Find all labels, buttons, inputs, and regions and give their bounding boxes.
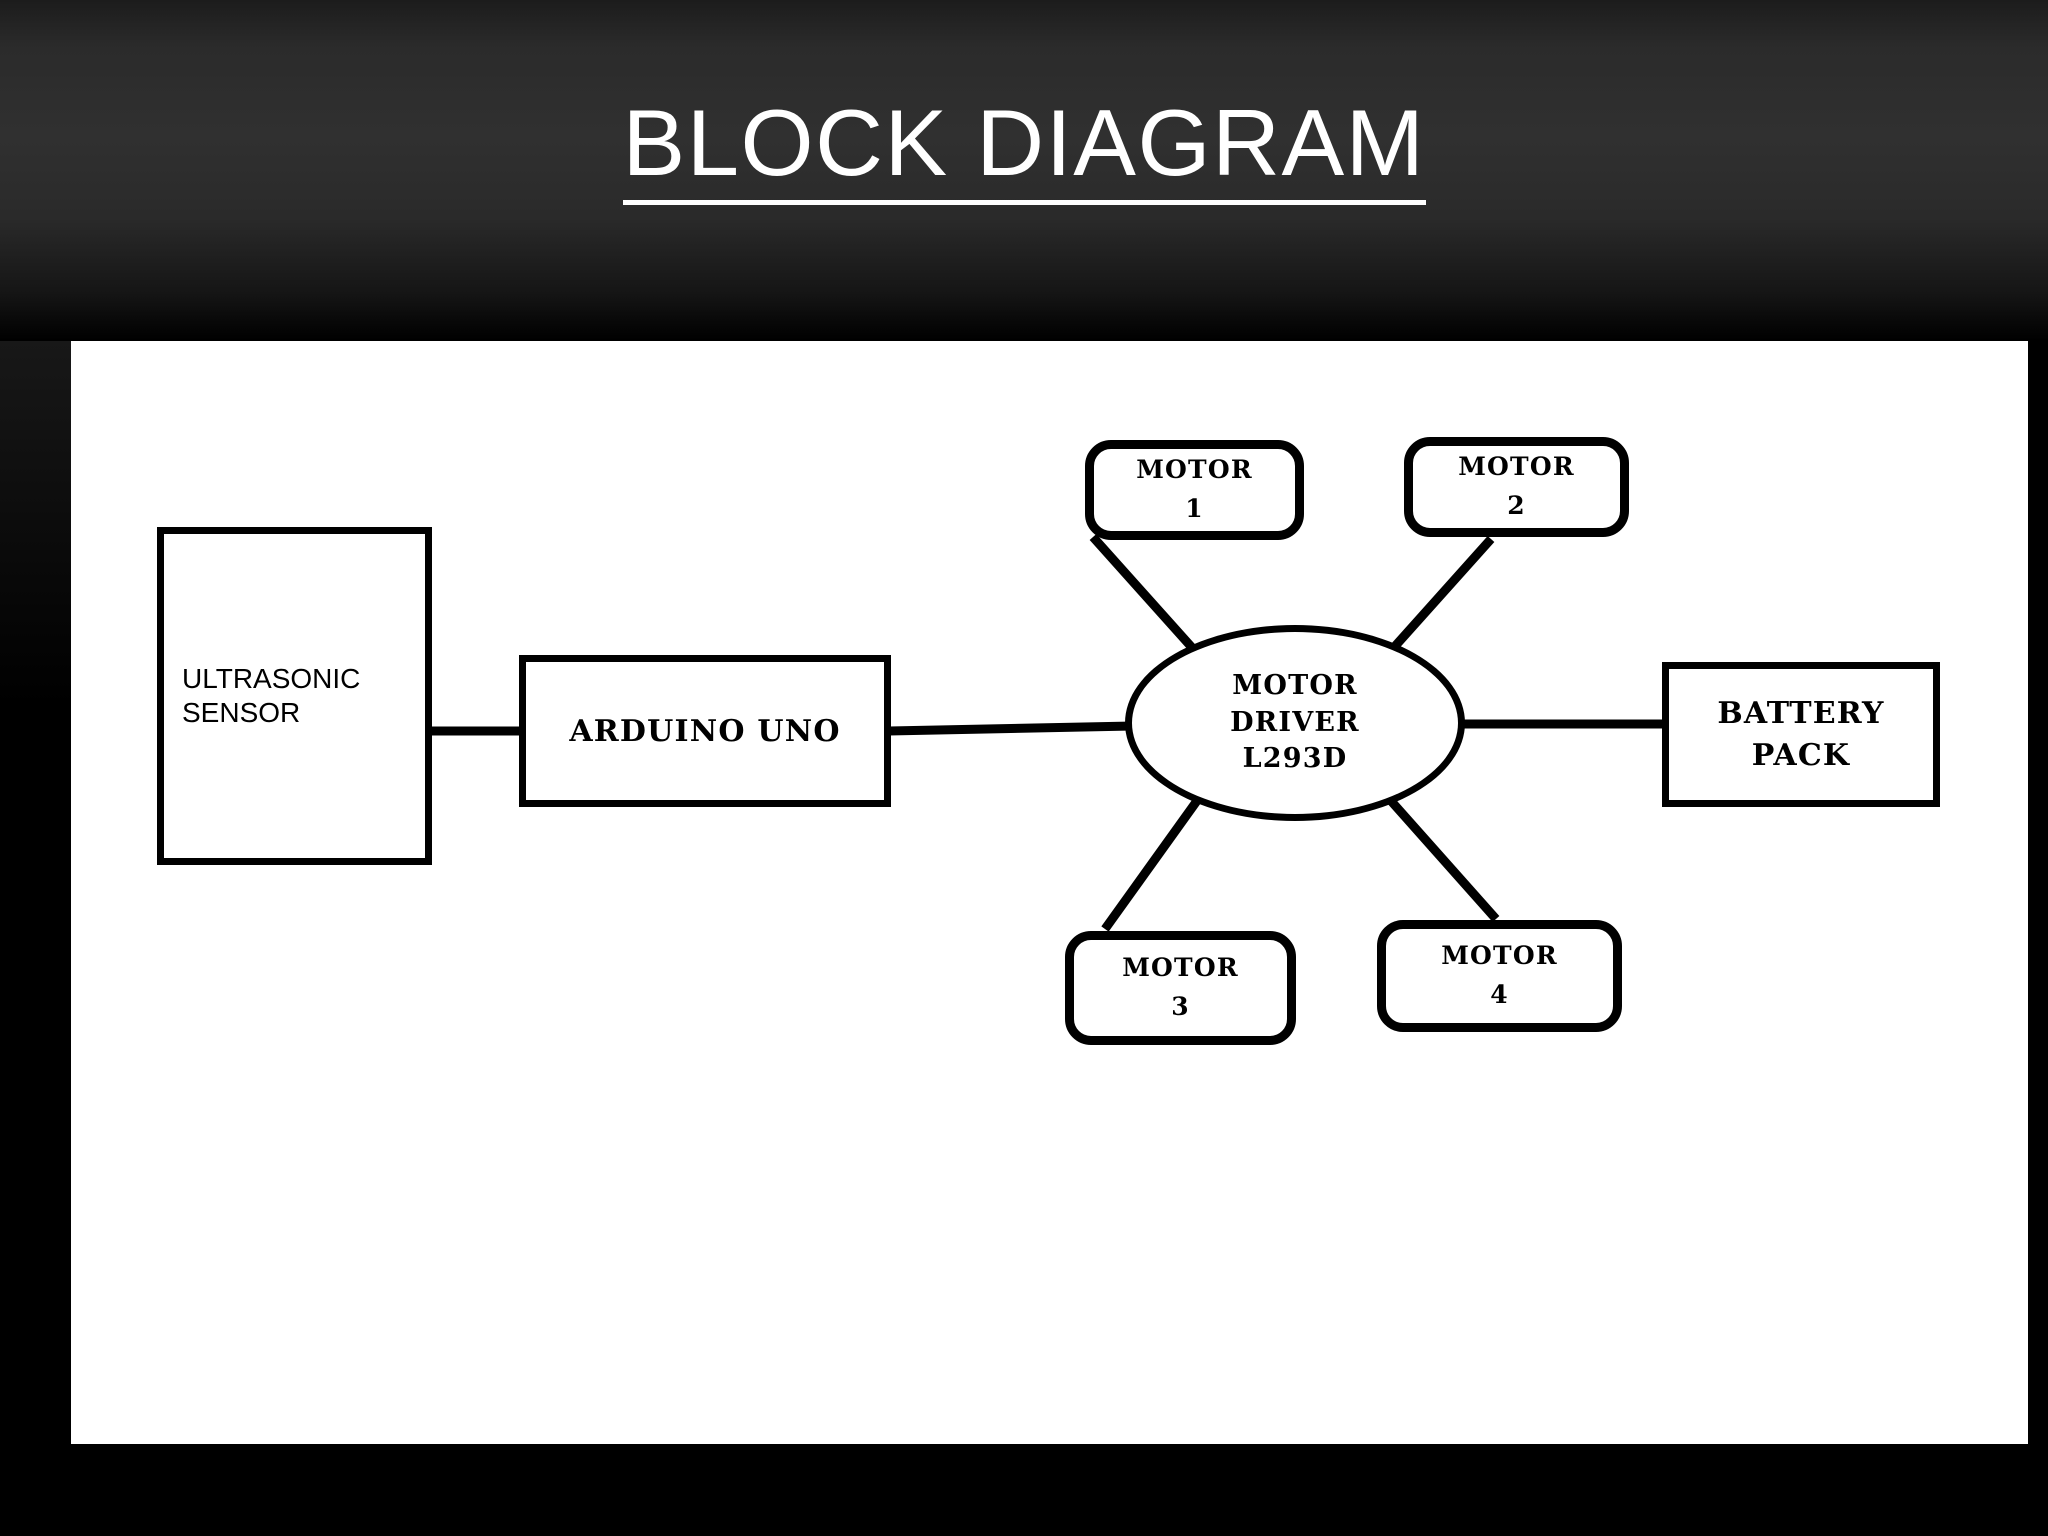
driver-label-line1: MOTOR: [1232, 669, 1358, 701]
block-motor-1[interactable]: MOTOR 1: [1085, 440, 1304, 540]
connector-lines: [429, 533, 1666, 932]
motor1-label-line1: MOTOR: [1136, 455, 1253, 485]
block-motor-driver-label: MOTOR DRIVER L293D: [1230, 668, 1360, 778]
driver-label-line3: L293D: [1242, 743, 1348, 775]
battery-label-line1: BATTERY: [1717, 696, 1885, 732]
block-motor-1-label: MOTOR 1: [1136, 451, 1253, 529]
block-motor-4[interactable]: MOTOR 4: [1377, 920, 1622, 1032]
wire-driver-motor4: [1380, 790, 1500, 922]
diagram-canvas: ULTRASONIC SENSOR ARDUINO UNO MOTOR DRIV…: [71, 341, 2028, 1444]
ultrasonic-label-line2: SENSOR: [182, 697, 301, 728]
block-motor-3[interactable]: MOTOR 3: [1065, 931, 1296, 1045]
page-title: BLOCK DIAGRAM: [0, 90, 2048, 205]
wire-driver-motor1: [1089, 533, 1208, 665]
wire-driver-motor2: [1376, 535, 1495, 667]
block-battery-pack[interactable]: BATTERY PACK: [1662, 662, 1940, 807]
wire-arduino-driver: [887, 721, 1134, 736]
arduino-label: ARDUINO UNO: [569, 713, 841, 749]
block-motor-2[interactable]: MOTOR 2: [1404, 437, 1629, 537]
block-arduino-uno[interactable]: ARDUINO UNO: [519, 655, 891, 807]
block-motor-3-label: MOTOR 3: [1122, 949, 1239, 1027]
motor4-label-line2: 4: [1490, 980, 1509, 1009]
block-motor-4-label: MOTOR 4: [1441, 937, 1558, 1015]
slide-title-band: [0, 0, 2048, 341]
motor2-label-line1: MOTOR: [1458, 452, 1575, 482]
block-motor-2-label: MOTOR 2: [1458, 448, 1575, 526]
wire-driver-motor3: [1101, 788, 1208, 932]
motor4-label-line1: MOTOR: [1441, 941, 1558, 971]
block-motor-driver[interactable]: MOTOR DRIVER L293D: [1125, 625, 1465, 821]
page-title-text: BLOCK DIAGRAM: [622, 90, 1426, 205]
block-battery-pack-label: BATTERY PACK: [1717, 693, 1884, 776]
driver-label-line2: DRIVER: [1230, 706, 1360, 738]
ultrasonic-label-line1: ULTRASONIC: [182, 662, 361, 694]
motor3-label-line1: MOTOR: [1122, 953, 1239, 983]
battery-label-line2: PACK: [1751, 737, 1851, 773]
motor1-label-line2: 1: [1185, 494, 1204, 523]
motor2-label-line2: 2: [1507, 491, 1526, 520]
motor3-label-line2: 3: [1171, 992, 1190, 1021]
block-ultrasonic-sensor[interactable]: ULTRASONIC SENSOR: [157, 527, 432, 865]
block-ultrasonic-sensor-label: ULTRASONIC SENSOR: [182, 662, 360, 730]
